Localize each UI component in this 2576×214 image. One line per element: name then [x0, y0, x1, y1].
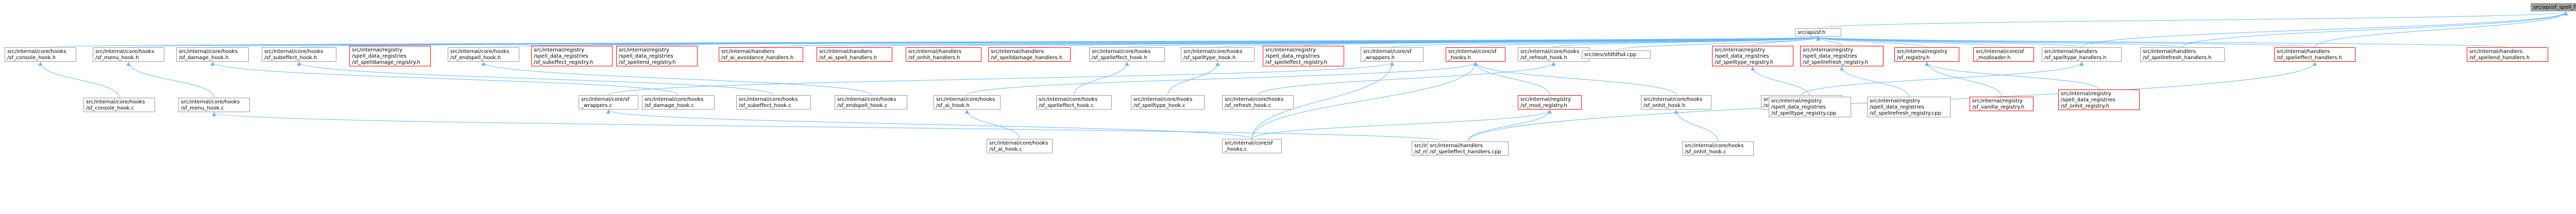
edge-r24-to-sfh — [1816, 37, 2082, 48]
edge-m5-to-r4 — [297, 62, 774, 96]
graph-node-r13[interactable]: src/internal/core/hooks /sf_spelleffect_… — [1089, 47, 1165, 62]
graph-node-r7[interactable]: src/internal/registry /spell_data_regist… — [531, 46, 613, 66]
edge-b2-to-m11 — [1251, 110, 1552, 139]
graph-node-m16[interactable]: src/internal/registry /sf_vanilla_regist… — [1970, 97, 2033, 111]
edge-b1-to-m7 — [965, 110, 1020, 139]
graph-node-m5[interactable]: src/internal/core/hooks /sf_subeffect_ho… — [736, 95, 811, 110]
graph-node-m14[interactable]: src/internal/registry /spell_data_regist… — [1769, 97, 1851, 117]
edge-m14-to-r20 — [1751, 66, 1810, 97]
graph-node-b5[interactable]: src/internal/core/hooks /sf_onhit_hook.c — [1682, 141, 1754, 156]
edge-b2-to-m3 — [606, 110, 1252, 139]
graph-node-r11[interactable]: src/internal/handlers /sf_onhit_handlers… — [906, 47, 981, 62]
graph-node-m3[interactable]: src/internal/core/sf _wrappers.c — [579, 95, 638, 110]
edge-r23-to-sfh — [1816, 37, 2004, 48]
edge-r27-to-sfh — [1816, 37, 2508, 48]
graph-node-r24[interactable]: src/internal/handlers /sf_spelltype_hand… — [2042, 47, 2122, 62]
graph-node-m9[interactable]: src/internal/core/hooks /sf_spelltype_ho… — [1131, 95, 1205, 110]
graph-node-r1[interactable]: src/internal/core/hooks /sf_console_hook… — [5, 47, 76, 62]
graph-node-m2[interactable]: src/internal/core/hooks /sf_menu_hook.c — [178, 98, 250, 112]
graph-node-b4[interactable]: src/internal/handlers /sf_spelleffect_ha… — [1427, 141, 1509, 156]
graph-node-m7[interactable]: src/internal/core/hooks /sf_ai_hook.h — [934, 95, 1001, 110]
edge-m2-to-r2 — [126, 62, 214, 98]
edge-m13-to-r24 — [1801, 62, 2084, 96]
graph-node-m17[interactable]: src/internal/registry /spell_data_regist… — [2058, 90, 2140, 110]
edge-m1-to-r1 — [38, 62, 120, 98]
graph-node-m15[interactable]: src/internal/registry /spell_data_regist… — [1867, 97, 1951, 117]
edge-m12-to-r17 — [1473, 62, 1676, 96]
graph-node-r16[interactable]: src/internal/core/sf _wrappers.h — [1361, 47, 1423, 62]
graph-node-m12[interactable]: src/internal/core/hooks /sf_onhit_hook.h — [1641, 95, 1711, 110]
graph-node-m4[interactable]: src/internal/core/hooks /sf_damage_hook.… — [642, 95, 715, 110]
edge-b2-to-r16 — [1251, 62, 1394, 139]
graph-node-root[interactable]: src/api/sf_spell_functions.h — [2531, 3, 2576, 11]
edge-m11-to-r17 — [1473, 62, 1550, 96]
graph-node-r12[interactable]: src/internal/handlers /sf_spelldamage_ha… — [988, 47, 1071, 62]
graph-node-r5[interactable]: src/internal/registry /spell_data_regist… — [349, 46, 431, 66]
graph-node-r26[interactable]: src/internal/handlers /sf_spelleffect_ha… — [2274, 47, 2355, 62]
edge-r26-to-root — [2314, 11, 2568, 48]
edge-m8-to-r13 — [1074, 62, 1129, 96]
graph-node-m10[interactable]: src/internal/core/hooks /sf_refresh_hook… — [1222, 95, 1294, 110]
edge-m10-to-r18 — [1258, 62, 1556, 96]
graph-node-r17[interactable]: src/internal/core/sf _hooks.h — [1446, 47, 1505, 62]
edge-m3-to-r16 — [608, 62, 1394, 96]
edge-b4-to-m11 — [1467, 110, 1552, 142]
graph-node-m1[interactable]: src/internal/core/hooks /sf_console_hook… — [83, 98, 155, 112]
graph-node-r8[interactable]: src/internal/registry /spell_data_regist… — [616, 46, 698, 66]
edge-sfh-to-root — [1818, 11, 2568, 29]
graph-node-b2[interactable]: src/internal/core/sf _hooks.c — [1222, 139, 1282, 153]
edge-m15-to-r21 — [1840, 66, 1909, 97]
graph-node-r19[interactable]: src/dev/​sfdfdfsd.cpp — [1582, 50, 1651, 59]
edge-m17-to-r22 — [1925, 62, 2099, 90]
graph-node-r25[interactable]: src/internal/handlers /sf_spellrefresh_h… — [2140, 47, 2225, 62]
edge-r20-to-sfh — [1752, 37, 1820, 46]
edge-r25-to-sfh — [1816, 37, 2183, 48]
graph-node-r27[interactable]: src/internal/handlers /sf_spellend_handl… — [2467, 47, 2548, 62]
edge-b3-to-m2 — [212, 112, 1448, 142]
edge-r24-to-root — [2081, 11, 2568, 48]
graph-node-r2[interactable]: src/internal/core/hooks /sf_menu_hook.h — [93, 47, 164, 62]
edge-r18-to-sfh — [1553, 37, 1820, 48]
graph-node-r3[interactable]: src/internal/core/hooks /sf_damage_hook.… — [176, 47, 249, 62]
graph-node-r22[interactable]: src/internal/registry /sf_registry.h — [1894, 47, 1959, 62]
edge-m6-to-r6 — [481, 62, 871, 96]
graph-node-r14[interactable]: src/internal/core/hooks /sf_spelltype_ho… — [1181, 47, 1255, 62]
graph-node-m8[interactable]: src/internal/core/hooks /sf_spelleffect_… — [1036, 95, 1112, 110]
graph-node-r6[interactable]: src/internal/core/hooks /sf_endspell_hoo… — [448, 47, 519, 62]
graph-node-r10[interactable]: src/internal/handlers /sf_ai_spell_handl… — [817, 47, 892, 62]
graph-node-b1[interactable]: src/internal/core/hooks /sf_ai_hook.c — [987, 139, 1053, 153]
graph-node-r15[interactable]: src/internal/registry /spell_data_regist… — [1263, 46, 1344, 66]
graph-node-r9[interactable]: src/internal/handlers /sf_ai_avoidance_h… — [719, 47, 803, 62]
edge-r15-to-sfh — [1303, 37, 1820, 46]
edge-r8-to-sfh — [656, 37, 1820, 46]
graph-node-r18[interactable]: src/internal/core/hooks /sf_refresh_hook… — [1518, 47, 1589, 62]
edge-m9-to-r14 — [1167, 62, 1220, 96]
edge-r25-to-root — [2182, 11, 2568, 48]
graph-node-r20[interactable]: src/internal/registry /spell_data_regist… — [1712, 46, 1793, 66]
edge-r17-to-sfh — [1475, 37, 1820, 48]
edge-r22-to-sfh — [1816, 37, 1927, 48]
graph-node-r21[interactable]: src/internal/registry /spell_data_regist… — [1800, 46, 1884, 66]
edge-m16-to-r22 — [1925, 62, 2002, 97]
edge-b2-to-r17 — [1251, 62, 1478, 139]
edge-m7-to-r17 — [967, 62, 1478, 96]
edge-m4-to-r3 — [210, 62, 679, 96]
edge-b5-to-m12 — [1674, 110, 1718, 142]
graph-node-m6[interactable]: src/internal/core/hooks /sf_endspell_hoo… — [835, 95, 907, 110]
graph-node-r4[interactable]: src/internal/core/hooks /sf_subeffect_ho… — [262, 47, 336, 62]
graph-node-sfh[interactable]: src/api/sf.h — [1795, 28, 1841, 37]
graph-node-r23[interactable]: src/internal/core/sf _modloader.h — [1973, 47, 2034, 62]
graph-node-m11[interactable]: src/internal/registry /sf_mod_registry.h — [1518, 95, 1582, 110]
edge-r26-to-sfh — [1816, 37, 2315, 48]
